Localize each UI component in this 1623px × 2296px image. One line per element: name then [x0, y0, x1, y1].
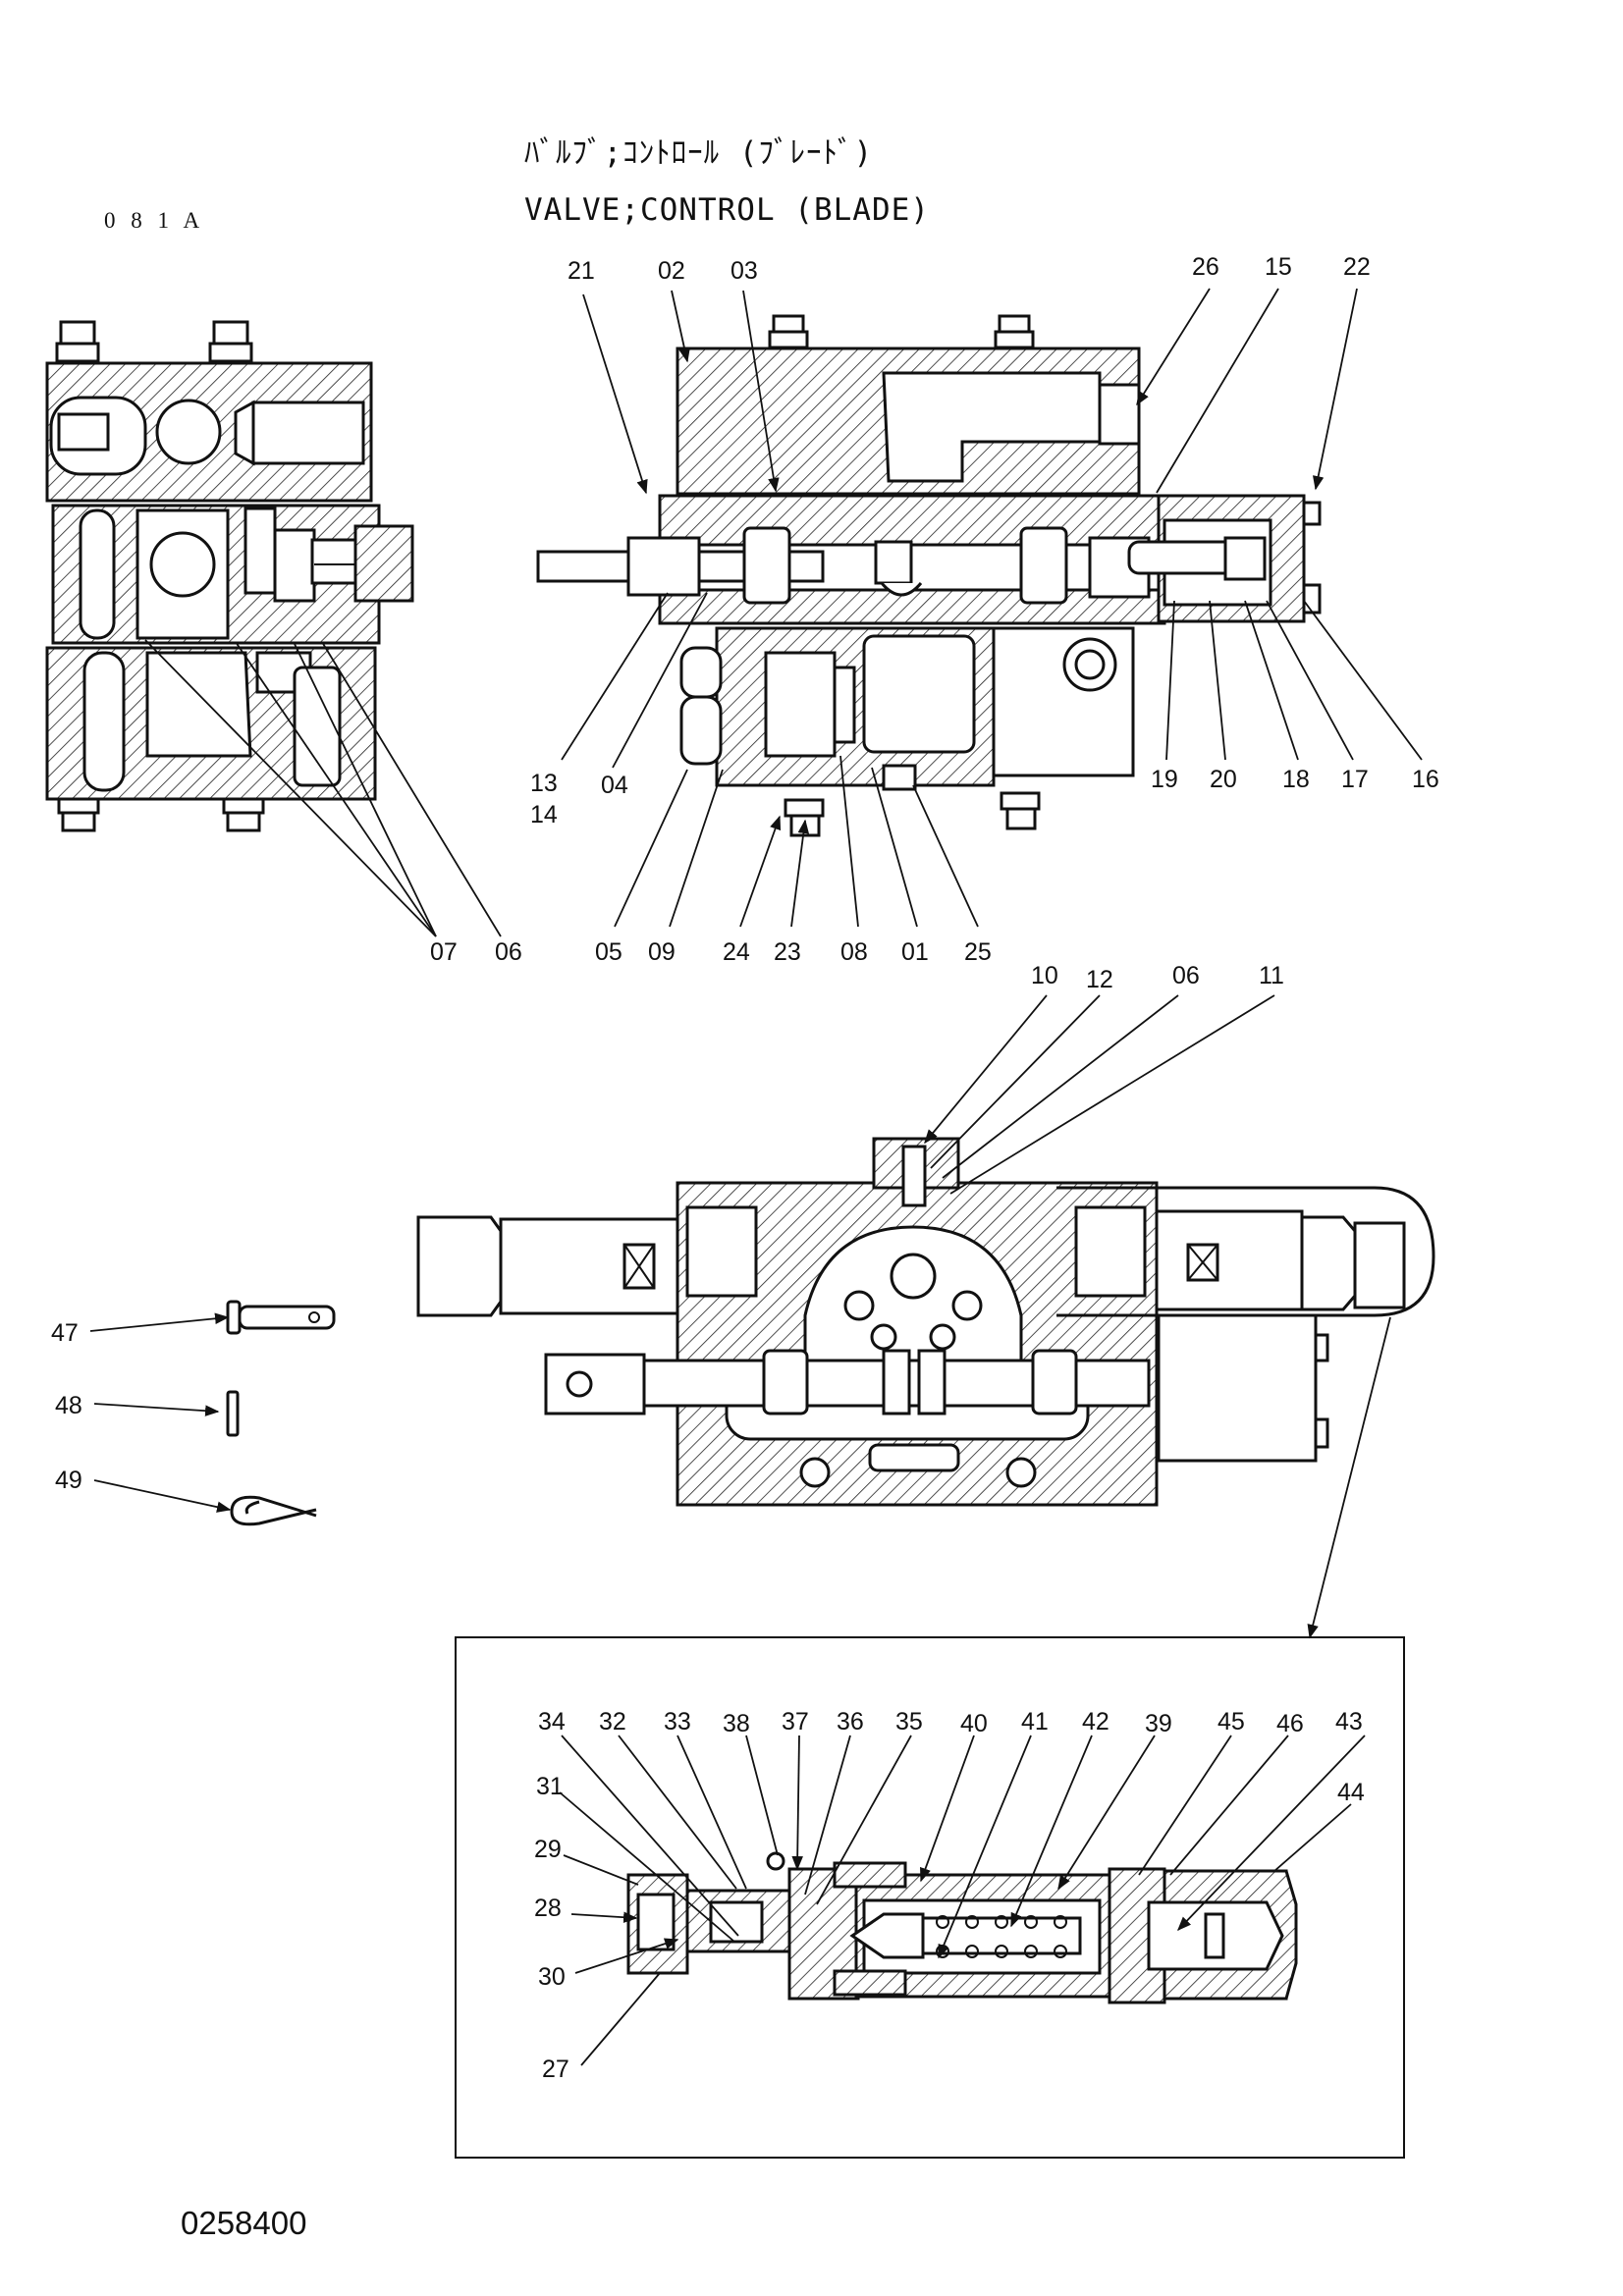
callout-23: 23: [774, 938, 801, 966]
drawing-number: 0258400: [181, 2205, 306, 2241]
callout-12: 12: [1086, 966, 1113, 993]
detail-frame: [455, 1636, 1405, 2159]
callout-35: 35: [895, 1708, 923, 1735]
bolt-heads-bottom: [57, 797, 265, 832]
callout-49: 49: [55, 1467, 82, 1494]
callout-47: 47: [51, 1319, 79, 1347]
title-katakana: ﾊﾞﾙﾌﾞ;ｺﾝﾄﾛｰﾙ (ﾌﾞﾚｰﾄﾞ): [524, 135, 873, 171]
callout-11: 11: [1259, 962, 1284, 989]
callout-10: 10: [1031, 962, 1058, 989]
bolt-heads-top: [55, 320, 253, 363]
callout-27: 27: [542, 2056, 569, 2083]
header: 0 8 1 A ﾊﾞﾙﾌﾞ;ｺﾝﾄﾛｰﾙ (ﾌﾞﾚｰﾄﾞ) VALVE;CONT…: [104, 135, 930, 233]
callout-33: 33: [664, 1708, 691, 1735]
callout-19: 19: [1151, 766, 1178, 793]
callout-32: 32: [599, 1708, 626, 1735]
hair-pin-icon: [230, 1495, 317, 1526]
callout-20: 20: [1210, 766, 1237, 793]
callout-13: 13: [530, 770, 558, 797]
callout-46: 46: [1276, 1710, 1304, 1737]
callout-01: 01: [901, 938, 929, 966]
callout-26: 26: [1192, 253, 1219, 281]
callout-21: 21: [568, 257, 595, 285]
side-section-view: 07 06: [45, 320, 522, 966]
callout-31: 31: [536, 1773, 564, 1800]
callout-02: 02: [658, 257, 685, 285]
callout-37: 37: [782, 1708, 809, 1735]
callout-22: 22: [1343, 253, 1371, 281]
callout-24: 24: [723, 938, 750, 966]
callout-43: 43: [1335, 1708, 1363, 1735]
callout-05: 05: [595, 938, 622, 966]
callout-25: 25: [964, 938, 992, 966]
callout-38: 38: [723, 1710, 750, 1737]
callout-28: 28: [534, 1895, 562, 1922]
callout-18: 18: [1282, 766, 1310, 793]
callout-06-front: 06: [1172, 962, 1200, 989]
top-section-view: 21 02 03 26 15 22 13 14 04 19 20 18 17 1…: [530, 253, 1439, 966]
callout-06: 06: [495, 938, 522, 966]
callout-14: 14: [530, 801, 558, 828]
callout-42: 42: [1082, 1708, 1109, 1735]
callout-07: 07: [430, 938, 458, 966]
callout-29: 29: [534, 1836, 562, 1863]
callout-44: 44: [1337, 1779, 1365, 1806]
callout-34: 34: [538, 1708, 566, 1735]
callout-30: 30: [538, 1963, 566, 1991]
callout-09: 09: [648, 938, 676, 966]
callout-36: 36: [837, 1708, 864, 1735]
callout-45: 45: [1217, 1708, 1245, 1735]
clevis-pin-icon: [226, 1300, 336, 1335]
callout-16: 16: [1412, 766, 1439, 793]
callout-03: 03: [730, 257, 758, 285]
drawing-code: 0 8 1 A: [104, 208, 204, 233]
callout-48: 48: [55, 1392, 82, 1419]
callout-15: 15: [1265, 253, 1292, 281]
title: VALVE;CONTROL (BLADE): [524, 192, 930, 228]
callout-40: 40: [960, 1710, 988, 1737]
front-section-view: 10 12 06 11: [416, 962, 1435, 1639]
callout-04: 04: [601, 772, 628, 799]
detail-view: 34 32 33 38 37 36 35 40 41 42 39 45 46 4…: [455, 1636, 1405, 2159]
callout-41: 41: [1021, 1708, 1049, 1735]
loose-parts: 47 48 49: [51, 1300, 336, 1526]
callout-08: 08: [840, 938, 868, 966]
callout-17: 17: [1341, 766, 1369, 793]
callout-39: 39: [1145, 1710, 1172, 1737]
washer-icon: [226, 1390, 240, 1437]
